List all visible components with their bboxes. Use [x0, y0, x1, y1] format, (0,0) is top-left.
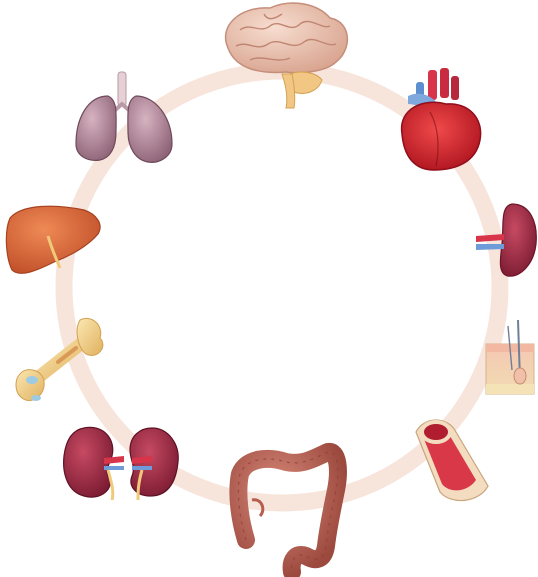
- blood-vessel-icon: [416, 420, 488, 501]
- liver-icon: [6, 206, 100, 273]
- brain-icon: [226, 3, 348, 108]
- colon-icon: [238, 452, 338, 572]
- heart-icon: [402, 68, 481, 170]
